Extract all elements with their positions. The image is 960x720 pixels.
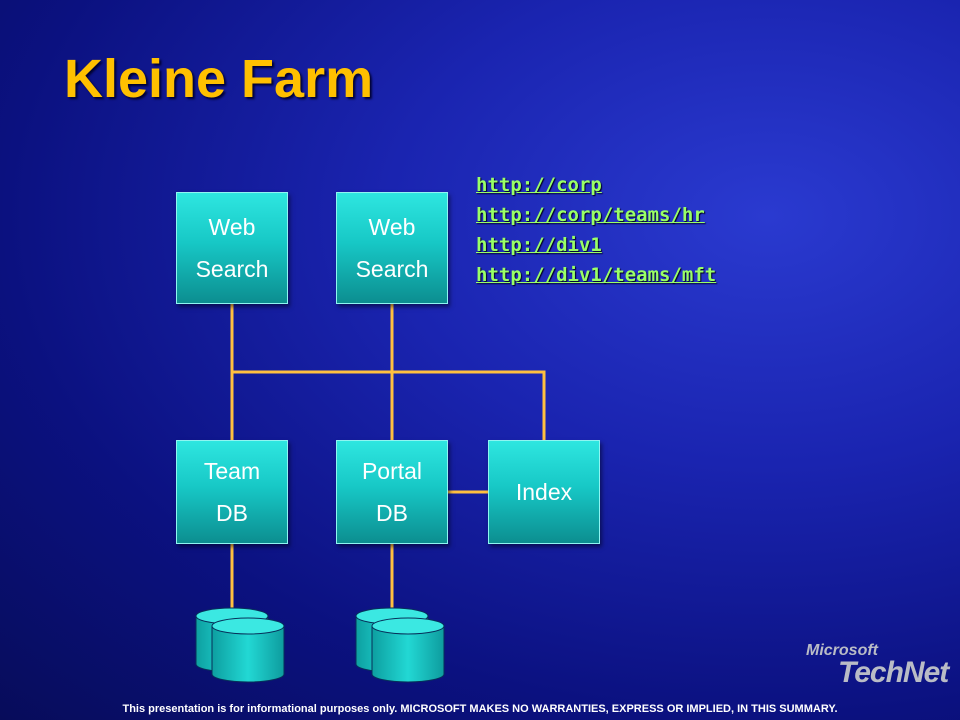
slide-title: Kleine Farm: [64, 49, 374, 109]
link-div1-teams-mft[interactable]: http://div1/teams/mft: [476, 264, 717, 286]
node-label-line-2: Search: [195, 256, 269, 282]
logo-brand: Microsoft: [806, 642, 878, 659]
node-label-line-1: Portal: [361, 458, 423, 484]
team-db-server: Team DB: [176, 440, 288, 544]
microsoft-technet-logo: Microsoft TechNet: [806, 642, 949, 690]
node-label-line-2: DB: [376, 500, 408, 526]
url-list: http://corp http://corp/teams/hr http://…: [476, 170, 716, 290]
node-label-line-2: DB: [216, 500, 248, 526]
node-label-line-1: Web: [368, 214, 416, 240]
node-label-line-1: Team: [203, 458, 261, 484]
node-label-line-1: Index: [515, 479, 573, 505]
disclaimer-footer: This presentation is for informational p…: [122, 703, 838, 715]
logo-product: TechNet: [838, 656, 949, 689]
node-label-line-2: Search: [355, 256, 429, 282]
portal-db-storage-icon: [355, 607, 445, 683]
link-corp[interactable]: http://corp: [476, 174, 602, 196]
web-search-server-2: Web Search: [336, 192, 448, 304]
link-div1[interactable]: http://div1: [476, 234, 602, 256]
web-search-server-1: Web Search: [176, 192, 288, 304]
team-db-storage-icon: [195, 607, 285, 683]
wire-bus-index: [232, 370, 546, 440]
link-corp-teams-hr[interactable]: http://corp/teams/hr: [476, 204, 705, 226]
portal-db-server: Portal DB: [336, 440, 448, 544]
index-server: Index: [488, 440, 600, 544]
node-label-line-1: Web: [208, 214, 256, 240]
